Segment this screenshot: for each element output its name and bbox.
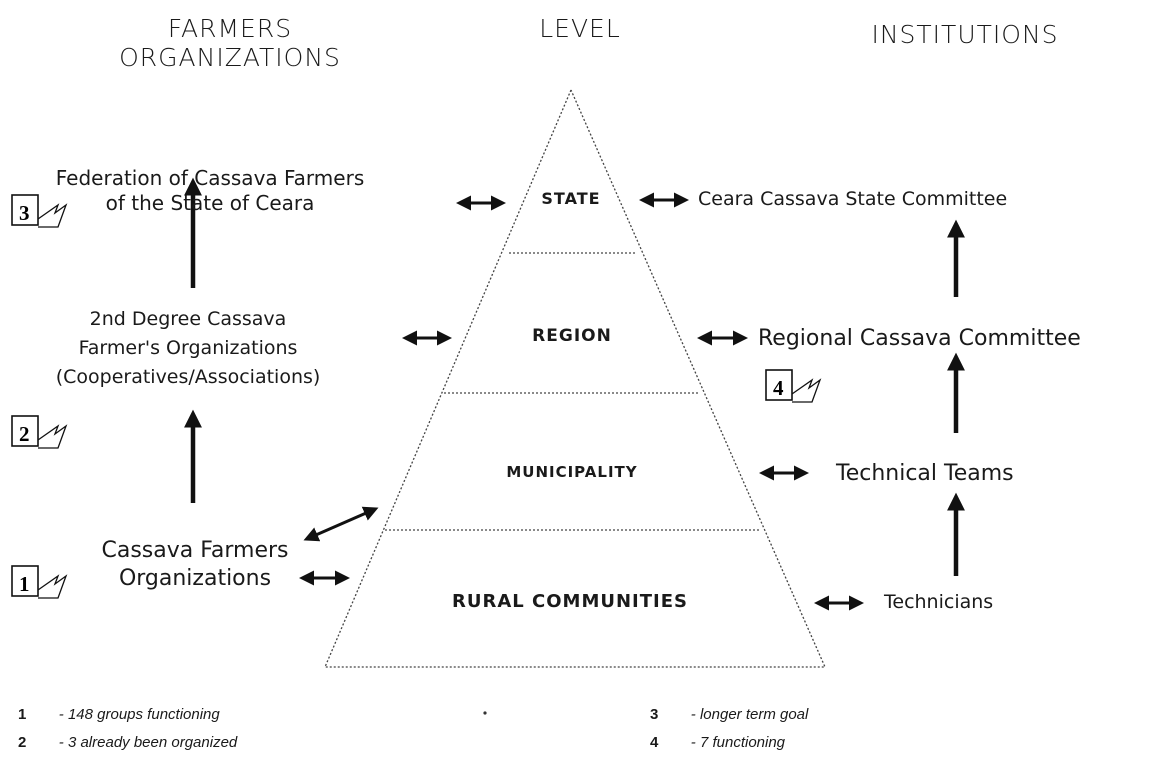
header-level: LEVEL (539, 14, 621, 43)
federation-line-2: of the State of Ceara (105, 191, 315, 215)
cassava-farmers-line-2: Organizations (118, 566, 272, 591)
legend-text: - 148 groups functioning (58, 706, 220, 723)
header-institutions: INSTITUTIONS (871, 20, 1059, 49)
header-farmers-line-1: FARMERS (167, 14, 293, 43)
second-degree-line-2: Farmer's Organizations (78, 337, 298, 359)
badge-3: 3 (11, 194, 68, 228)
node-cassava-farmers-organizations: Cassava Farmers Organizations (60, 537, 330, 593)
node-technicians: Technicians (884, 591, 994, 613)
badge-1-number: 1 (19, 572, 30, 596)
legend-item-3: 3 - longer term goal (650, 706, 808, 724)
legend-text: - 3 already been organized (58, 734, 238, 751)
node-second-degree-organizations: 2nd Degree Cassava Farmer's Organization… (0, 305, 376, 392)
node-technical-teams: Technical Teams (836, 461, 1014, 486)
header-farmers-line-2: ORGANIZATIONS (119, 43, 341, 72)
legend-number: 2 (18, 734, 27, 751)
legend-number: 1 (18, 706, 27, 723)
node-state-committee: Ceara Cassava State Committee (698, 188, 1008, 210)
legend-number: 4 (650, 734, 659, 751)
legend-number: 3 (650, 706, 659, 723)
legend-text: - longer term goal (690, 706, 809, 723)
legend-item-2: 2 - 3 already been organized (18, 734, 237, 752)
pyramid-dividers (385, 252, 759, 531)
level-rural-communities: RURAL COMMUNITIES (452, 591, 688, 612)
badge-1: 1 (11, 565, 68, 599)
second-degree-line-3: (Cooperatives/Associations) (55, 366, 321, 388)
legend-item-4: 4 - 7 functioning (650, 734, 785, 752)
node-federation: Federation of Cassava Farmers of the Sta… (0, 166, 420, 216)
pyramid-outline (324, 89, 826, 668)
arrow-farmers-municipality (303, 506, 379, 542)
header-farmers-organizations: FARMERS ORGANIZATIONS (100, 14, 360, 72)
dot-mark (483, 711, 487, 715)
node-regional-committee: Regional Cassava Committee (758, 326, 1081, 351)
legend-text: - 7 functioning (690, 734, 786, 751)
level-region: REGION (532, 326, 612, 346)
badge-2-number: 2 (19, 422, 30, 446)
badge-3-number: 3 (19, 201, 30, 225)
badge-4: 4 (765, 369, 822, 403)
badge-2: 2 (11, 415, 68, 449)
second-degree-line-1: 2nd Degree Cassava (89, 308, 287, 330)
level-state: STATE (541, 189, 601, 208)
level-municipality: MUNICIPALITY (506, 463, 638, 481)
federation-line-1: Federation of Cassava Farmers (55, 166, 365, 190)
badge-4-number: 4 (773, 376, 784, 400)
legend-item-1: 1 - 148 groups functioning (18, 706, 220, 724)
cassava-farmers-line-1: Cassava Farmers (101, 538, 289, 563)
double-arrows (299, 192, 864, 611)
